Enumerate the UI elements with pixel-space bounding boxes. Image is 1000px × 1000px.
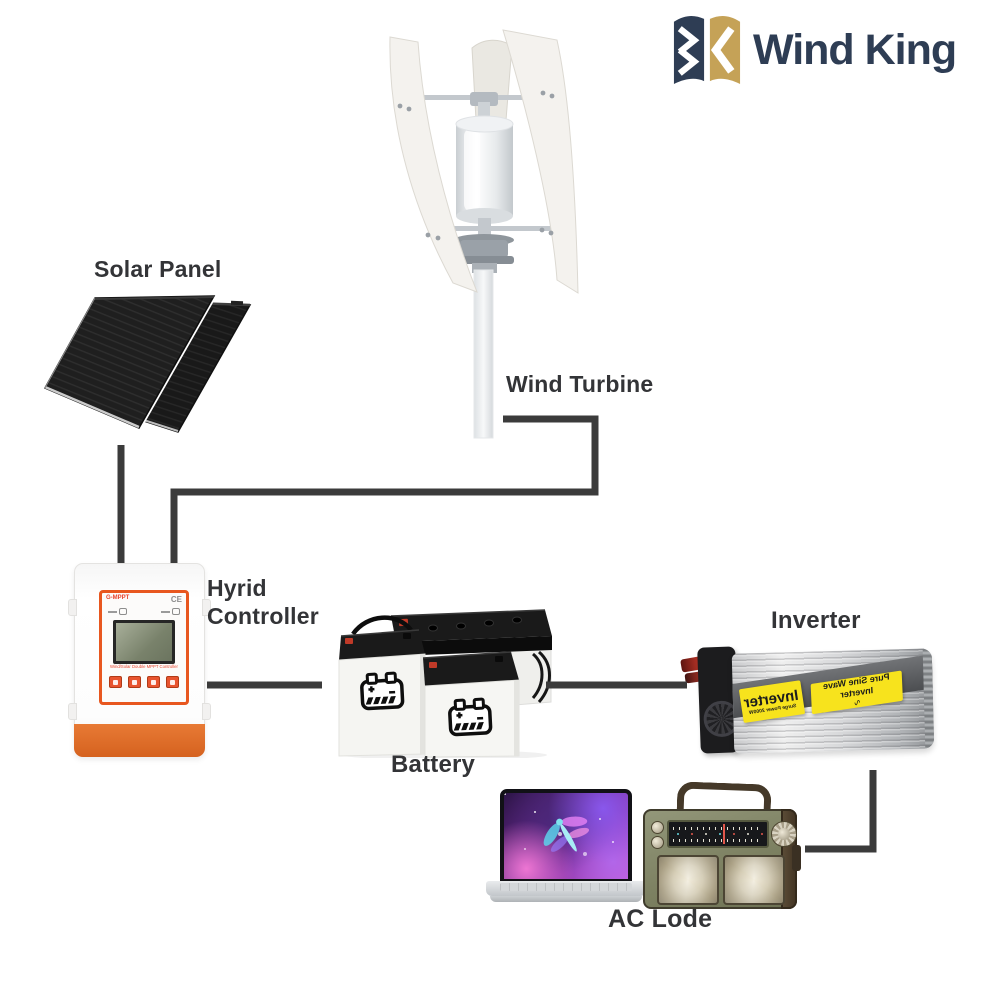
controller-button — [166, 676, 179, 688]
laptop-screen — [500, 789, 632, 883]
controller-caption: Wind/Solar Double MPPT Controller — [110, 664, 178, 670]
battery-terminal-red — [345, 638, 353, 644]
solar-panel-illustration — [41, 293, 252, 433]
controller-buttons — [102, 676, 186, 688]
controller-brand-text: G-MPPT — [106, 595, 130, 601]
battery-handle — [351, 615, 413, 636]
radio-illustration — [643, 781, 803, 911]
radio-dial — [667, 820, 769, 848]
battery-terminal-red — [429, 662, 437, 668]
dragonfly-icon — [543, 816, 590, 852]
hybrid-controller-illustration: G-MPPT CE Wind/Solar Double MPPT Control… — [68, 563, 211, 757]
inverter-label: Inverter — [771, 607, 861, 634]
radio-speaker — [723, 855, 785, 905]
inverter-body: Inverter Surge Power 2000W Pure Sine Wav… — [731, 648, 935, 754]
radio-knob-small — [651, 821, 664, 834]
mounting-ear — [68, 703, 77, 720]
controller-button — [109, 676, 122, 688]
turbine-right-blade — [502, 29, 579, 294]
inverter-fins — [922, 648, 935, 749]
mounting-ear — [202, 703, 211, 720]
brand-name: Wind King — [753, 25, 957, 74]
controller-label: Hyrid Controller — [207, 574, 319, 630]
battery-illustration — [338, 609, 552, 758]
turbine-pole — [473, 269, 494, 439]
radio-tuning-knob — [771, 821, 797, 847]
brand-logo: Wind King — [672, 14, 957, 86]
inverter-illustration: Inverter Surge Power 2000W Pure Sine Wav… — [680, 641, 939, 759]
solar-indicator-icon — [119, 608, 127, 615]
blade-bolts — [397, 90, 555, 241]
dial-markers — [677, 833, 679, 835]
battery-cable — [531, 650, 551, 703]
laptop-illustration — [486, 789, 646, 904]
controller-label-line2: Controller — [207, 603, 319, 629]
battery-label: Battery — [391, 751, 476, 778]
mounting-ear — [68, 599, 77, 616]
turbine-left-blade — [389, 36, 478, 293]
turbine-to-controller-line — [170, 415, 599, 563]
tuning-needle — [722, 824, 725, 844]
radio-strap-loop — [792, 845, 801, 871]
controller-front-panel: G-MPPT CE Wind/Solar Double MPPT Control… — [99, 590, 189, 705]
sparkle-dots — [504, 793, 506, 795]
laptop-base — [486, 881, 646, 896]
controller-button — [128, 676, 141, 688]
indicator-icons — [108, 608, 180, 615]
mounting-ear — [202, 599, 211, 616]
wind-king-flags-icon — [673, 15, 741, 85]
battery-left — [338, 615, 426, 757]
radio-body — [643, 809, 801, 909]
ac-load-label: AC Lode — [608, 905, 713, 933]
radio-speaker — [657, 855, 719, 905]
controller-label-line1: Hyrid — [207, 575, 267, 601]
battery-back — [390, 609, 552, 706]
wind-turbine-illustration — [389, 29, 579, 439]
laptop-front-edge — [490, 896, 642, 902]
frequency-scale — [673, 827, 763, 830]
battery-right — [422, 651, 520, 758]
radio-knob-small — [651, 836, 664, 849]
solar-panel-front — [41, 293, 219, 432]
inverter-to-acload-line — [805, 770, 877, 853]
frequency-scale — [673, 839, 763, 842]
ce-mark: CE — [170, 595, 182, 604]
controller-orange-base — [74, 724, 205, 757]
solar-panel-label: Solar Panel — [94, 256, 222, 282]
laptop-keyboard — [500, 883, 632, 891]
battery-indicator-icon — [172, 608, 180, 615]
wind-turbine-label: Wind Turbine — [506, 371, 654, 397]
turbine-generator — [460, 240, 508, 258]
lcd-screen — [113, 620, 175, 664]
controller-button — [147, 676, 160, 688]
